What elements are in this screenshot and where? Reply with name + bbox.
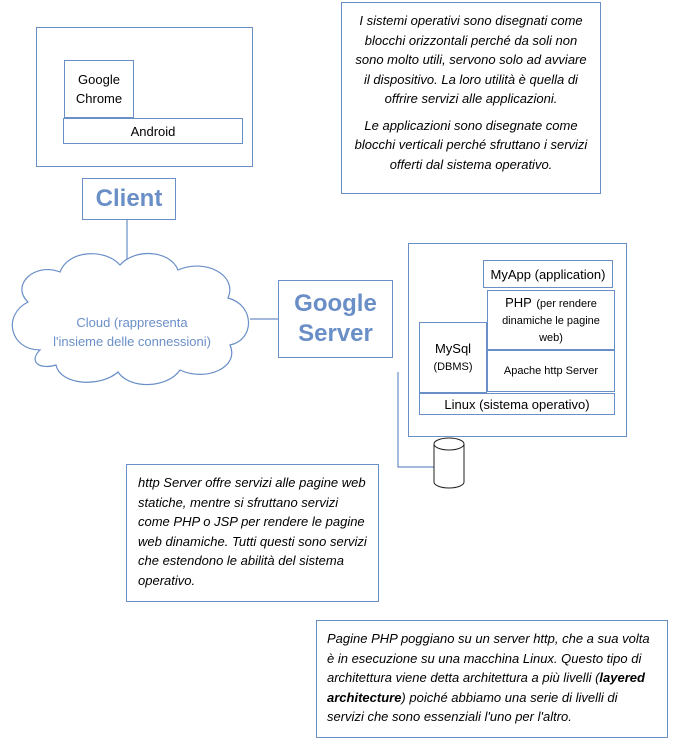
php-sub-label: (per rendere dinamiche le pagine web): [502, 297, 600, 344]
os-note-paragraph-2: Le applicazioni sono disegnate come bloc…: [354, 117, 588, 172]
os-note-paragraph-1: I sistemi operativi sono disegnati come …: [355, 13, 587, 106]
php-note-part-b: ) poiché abbiamo una serie di livelli di…: [327, 689, 618, 725]
http-note-text: http Server offre servizi alle pagine we…: [138, 475, 367, 588]
php-note-part-a: Pagine PHP poggiano su un server http, c…: [327, 631, 650, 685]
server-label-line2: Server: [298, 320, 373, 347]
myapp-block: MyApp (application): [483, 260, 613, 288]
linux-os-block: Linux (sistema operativo): [419, 393, 615, 415]
chrome-app-label: Google Chrome: [75, 72, 123, 106]
android-os-block: Android: [63, 118, 243, 144]
client-label: Client: [95, 185, 163, 212]
database-cylinder-icon: [433, 437, 465, 489]
mysql-label: MySql: [434, 340, 472, 356]
android-os-label: Android: [130, 123, 176, 139]
cloud-label: Cloud (rappresenta l'insieme delle conne…: [53, 315, 211, 349]
php-block: PHP (per rendere dinamiche le pagine web…: [487, 290, 615, 350]
cloud-text-box: Cloud (rappresenta l'insieme delle conne…: [52, 302, 212, 362]
os-note-box: I sistemi operativi sono disegnati come …: [341, 2, 601, 194]
mysql-block: MySql (DBMS): [419, 322, 487, 393]
php-note-box: Pagine PHP poggiano su un server http, c…: [316, 620, 668, 738]
server-label-box: Google Server: [278, 280, 393, 358]
cloud-shape: [11, 252, 250, 386]
php-note-bold: layered architecture: [327, 670, 645, 705]
client-label-box: Client: [82, 178, 176, 220]
server-label-line1: Google: [294, 290, 377, 317]
apache-block: Apache http Server: [487, 350, 615, 392]
http-note-box: http Server offre servizi alle pagine we…: [126, 464, 379, 602]
mysql-db-line: [397, 372, 434, 468]
php-note-text: Pagine PHP poggiano su un server http, c…: [327, 629, 657, 727]
linux-os-label: Linux (sistema operativo): [444, 397, 590, 412]
php-label: PHP: [505, 294, 532, 310]
chrome-app-block: Google Chrome: [64, 60, 134, 118]
myapp-label: MyApp (application): [490, 266, 606, 282]
apache-label: Apache http Server: [503, 365, 599, 377]
mysql-sub-label: (DBMS): [433, 360, 473, 373]
